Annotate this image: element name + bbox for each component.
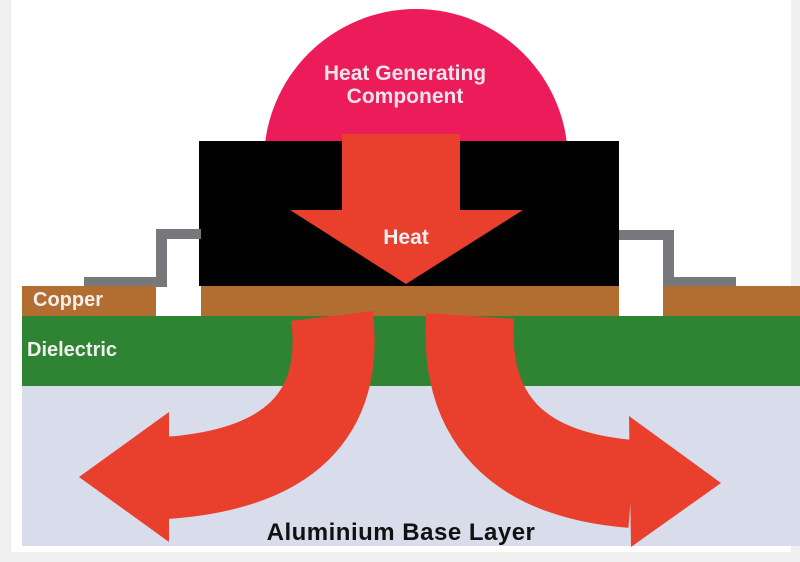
- component-lead-right-arm: [619, 230, 674, 240]
- component-lead-right-foot: [663, 277, 736, 287]
- component-lead-left-arm: [156, 229, 201, 239]
- heat-label: Heat: [383, 226, 429, 249]
- copper-layer-segment-right: [663, 286, 800, 316]
- copper-layer-segment-center: [201, 286, 619, 316]
- heat-generating-component-label: Heat Generating Component: [323, 62, 487, 108]
- component-lead-right-pin: [663, 230, 674, 278]
- component-lead-left-foot: [84, 277, 167, 287]
- component-package-body: [199, 141, 619, 286]
- copper-layer-segment-left: [22, 286, 156, 316]
- dielectric-label: Dielectric: [27, 339, 118, 361]
- component-lead-left-pin: [156, 229, 167, 287]
- copper-label: Copper: [33, 289, 103, 311]
- aluminium-base-layer-label: Aluminium Base Layer: [266, 519, 536, 546]
- dielectric-layer: [22, 316, 800, 386]
